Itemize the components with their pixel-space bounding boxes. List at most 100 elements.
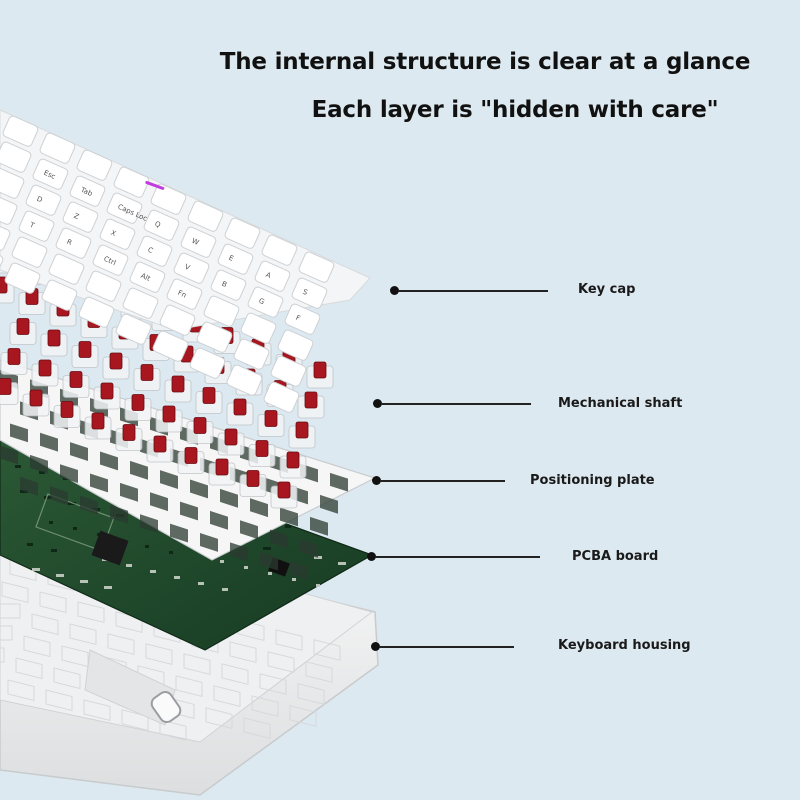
keycap-legend: T	[28, 220, 37, 230]
keycap	[166, 278, 203, 310]
keycap	[233, 338, 270, 370]
switch-stem	[246, 470, 260, 487]
switch-stem	[304, 391, 318, 409]
keycap	[0, 193, 18, 225]
switch-stem	[29, 389, 43, 407]
switch-stem	[184, 447, 198, 464]
switch-stem	[277, 481, 291, 499]
switch-stem	[313, 361, 327, 379]
keycap	[150, 183, 187, 215]
keycap-legend: B	[220, 280, 228, 289]
mechanical-shaft-callout-dot	[373, 399, 382, 408]
keycap-legend: E	[227, 254, 234, 263]
switch-stem	[264, 410, 278, 427]
keycap	[55, 227, 92, 259]
keycap	[11, 236, 48, 268]
keycap-callout-dot	[390, 286, 399, 295]
switch-stem	[7, 348, 21, 365]
keycap	[39, 132, 76, 164]
switch-stem	[0, 378, 12, 395]
keycap	[25, 184, 62, 216]
pcba-board-label: PCBA board	[572, 549, 659, 564]
keycap	[4, 262, 41, 294]
keycap	[99, 218, 136, 250]
pcba-board-callout-line	[375, 556, 540, 558]
keycap-legend: Q	[153, 220, 162, 230]
keycap-callout-line	[398, 290, 548, 292]
keycap-legend: F	[294, 314, 301, 323]
switch-stem	[171, 375, 185, 393]
keyboard-housing-label: Keyboard housing	[558, 638, 691, 653]
keycap-legend: R	[65, 238, 73, 247]
keycap	[159, 304, 196, 336]
keycap	[0, 219, 11, 251]
keycap	[129, 261, 166, 293]
switch-stem	[47, 329, 61, 347]
switch-stem	[153, 435, 167, 453]
keycap	[263, 381, 300, 413]
keycap	[76, 149, 113, 181]
keycap	[32, 158, 69, 190]
keycap	[196, 321, 233, 353]
keycap	[187, 200, 224, 232]
keycap	[41, 279, 78, 311]
keycap	[247, 286, 284, 318]
keycap	[261, 234, 298, 266]
keycap	[0, 167, 25, 199]
switch-stem	[140, 364, 154, 381]
keycap	[152, 330, 189, 362]
pcba-board-callout-dot	[367, 552, 376, 561]
keycap	[115, 313, 152, 345]
switch-stem	[78, 341, 92, 358]
switch-stem	[131, 394, 145, 411]
switch-stem	[202, 387, 216, 404]
keycap	[173, 252, 210, 284]
keycap	[18, 210, 55, 242]
switch-stem	[69, 371, 83, 388]
keycap-legend: W	[190, 237, 200, 247]
keycap	[0, 141, 32, 173]
switch-stem	[224, 428, 238, 446]
keycap-label: Key cap	[578, 282, 636, 297]
keycap	[217, 243, 254, 275]
keycap	[78, 296, 115, 328]
keycap	[270, 355, 307, 387]
keycap-legend: S	[301, 288, 309, 297]
positioning-plate-callout-line	[380, 480, 505, 482]
switch-stem	[215, 458, 229, 476]
switch-stem	[100, 382, 114, 400]
switch-stem	[286, 451, 300, 469]
keycap	[277, 329, 314, 361]
switch-stem	[193, 417, 207, 434]
keycap	[189, 347, 226, 379]
keycap-legend: G	[257, 297, 265, 307]
keycap	[106, 192, 143, 224]
keycap	[180, 226, 217, 258]
keycap-legend: Fn	[176, 289, 187, 300]
keycap	[2, 115, 39, 147]
switch-stem	[91, 412, 105, 430]
keycap-legend: A	[264, 271, 272, 280]
keycap	[224, 217, 261, 249]
keycap-legend: V	[183, 263, 191, 272]
keycap	[113, 166, 150, 198]
positioning-plate-label: Positioning plate	[530, 473, 655, 488]
keycap	[62, 201, 99, 233]
switch-stem	[60, 401, 74, 418]
mechanical-shaft-callout-line	[381, 403, 531, 405]
keycap	[92, 244, 129, 276]
switch-stem	[38, 359, 52, 377]
keyboard-housing-callout-line	[379, 646, 514, 648]
keycap	[291, 277, 328, 309]
headline-line-1: The internal structure is clear at a gla…	[219, 49, 751, 75]
switch-stem	[16, 318, 30, 335]
mechanical-shaft-label: Mechanical shaft	[558, 396, 683, 411]
keycap	[143, 209, 180, 241]
keycap	[284, 303, 321, 335]
switch-stem	[162, 405, 176, 423]
keycap	[69, 175, 106, 207]
keycap	[122, 287, 159, 319]
keycap	[136, 235, 173, 267]
keycap	[210, 269, 247, 301]
